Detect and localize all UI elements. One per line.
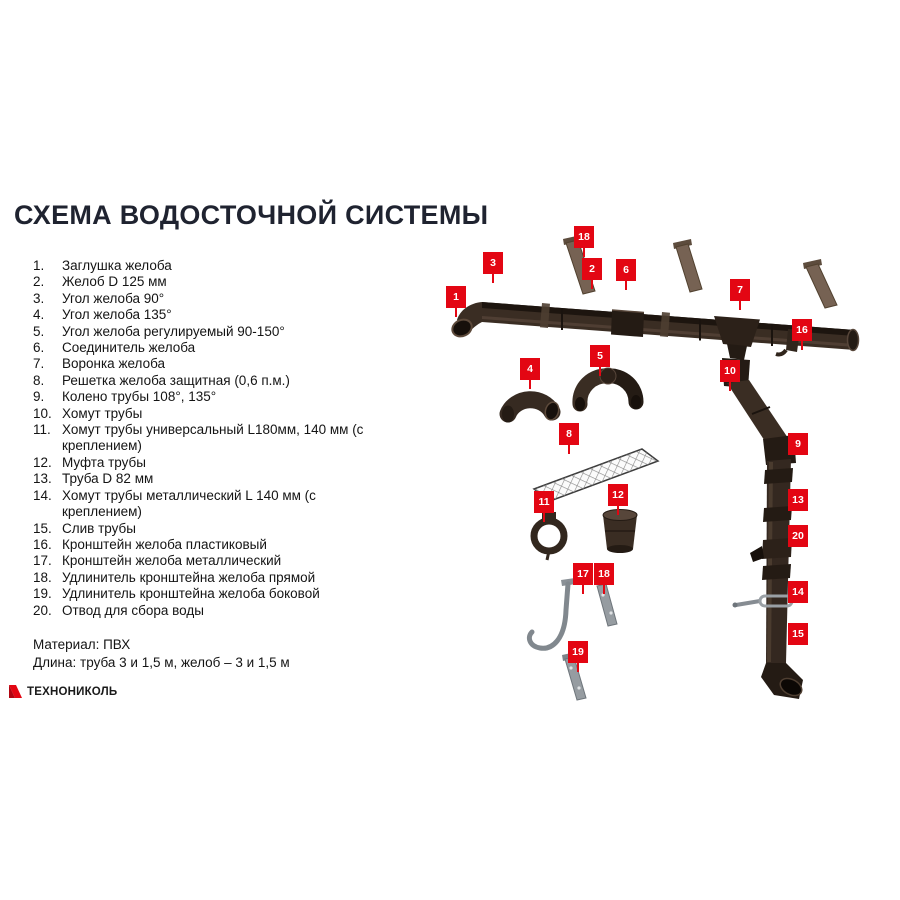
list-item-number: 12. — [33, 454, 52, 470]
list-item-label: Угол желоба 90° — [62, 290, 165, 306]
list-item: 18. Удлинитель кронштейна желоба прямой — [33, 570, 395, 586]
list-item-label: Кронштейн желоба пластиковый — [62, 536, 267, 552]
gutter-bracket-plastic — [786, 329, 800, 352]
list-item-number: 14. — [33, 487, 52, 503]
list-item: 1. Заглушка желоба — [33, 258, 395, 274]
list-item-label: Соединитель желоба — [62, 340, 196, 356]
list-item-number: 9. — [33, 389, 45, 405]
list-item-number: 7. — [33, 356, 45, 372]
list-item-label: Хомут трубы металлический L 140 мм (с кр… — [62, 487, 316, 520]
list-item-number: 8. — [33, 372, 45, 388]
loose-components — [499, 367, 660, 701]
water-collector-outlet — [762, 538, 792, 559]
list-item: 7. Воронка желоба — [33, 356, 395, 372]
notes: Материал: ПВХ Длина: труба 3 и 1,5 м, же… — [33, 636, 290, 671]
downpipe — [722, 358, 803, 699]
list-item-number: 1. — [33, 258, 45, 273]
list-item-number: 2. — [33, 274, 45, 290]
list-item-label: Желоб D 125 мм — [62, 274, 167, 290]
pipe-coupler — [603, 515, 637, 549]
list-item: 8. Решетка желоба защитная (0,6 п.м.) — [33, 373, 395, 389]
parts-list: 1. Заглушка желоба 2. Желоб D 125 мм 3. Угол … — [33, 258, 395, 619]
gutter-end-cap — [451, 318, 473, 338]
universal-pipe-clamp — [530, 517, 568, 555]
list-item-number: 5. — [33, 323, 45, 339]
list-item: 6. Соединитель желоба — [33, 340, 395, 356]
list-item-label: Хомут трубы — [62, 405, 143, 421]
list-item: 17. Кронштейн желоба металлический — [33, 553, 395, 569]
list-item: 3. Угол желоба 90° — [33, 291, 395, 307]
list-item-number: 15. — [33, 520, 52, 536]
list-item: 20. Отвод для сбора воды — [33, 603, 395, 619]
list-item: 15. Слив трубы — [33, 521, 395, 537]
list-item-label: Кронштейн желоба металлический — [62, 553, 282, 569]
list-item-number: 3. — [33, 290, 45, 306]
list-item: 11. Хомут трубы универсальный L180мм, 140… — [33, 422, 395, 455]
gutter-bracket — [540, 303, 550, 328]
list-item: 13. Труба D 82 мм — [33, 471, 395, 487]
list-item-number: 10. — [33, 405, 52, 421]
gutter-bracket — [660, 312, 670, 337]
list-item-label: Удлинитель кронштейна желоба прямой — [62, 569, 316, 585]
length-note: Длина: труба 3 и 1,5 м, желоб – 3 и 1,5 … — [33, 654, 290, 670]
list-item-label: Хомут трубы универсальный L180мм, 140 мм… — [62, 422, 364, 454]
list-item-number: 4. — [33, 307, 45, 323]
list-item-label: Колено трубы 108°, 135° — [62, 389, 217, 405]
list-item-label: Заглушка желоба — [62, 258, 172, 273]
list-item: 16. Кронштейн желоба пластиковый — [33, 537, 395, 553]
list-item-label: Удлинитель кронштейна желоба боковой — [62, 586, 320, 602]
list-item: 2. Желоб D 125 мм — [33, 274, 395, 290]
material-note: Материал: ПВХ — [33, 637, 131, 652]
pipe-elbow — [763, 435, 796, 465]
list-item-number: 19. — [33, 586, 52, 602]
list-item: 14. Хомут трубы металлический L 140 мм (с… — [33, 488, 395, 521]
list-item-label: Угол желоба 135° — [62, 307, 172, 323]
list-item-label: Муфта трубы — [62, 454, 146, 470]
gutter-funnel — [714, 316, 760, 347]
list-item-label: Угол желоба регулируемый 90-150° — [62, 323, 285, 339]
list-item-number: 20. — [33, 602, 52, 618]
list-item: 12. Муфта трубы — [33, 455, 395, 471]
list-item-number: 13. — [33, 471, 52, 487]
list-item-number: 11. — [33, 422, 51, 438]
list-item-number: 6. — [33, 340, 45, 356]
brand-logo-text: ТЕХНОНИКОЛЬ — [27, 685, 118, 698]
list-item-label: Слив трубы — [62, 520, 136, 536]
clamp-pin — [735, 599, 761, 607]
metal-gutter-bracket — [526, 581, 571, 651]
gutter — [451, 302, 860, 360]
technonicol-logo-icon — [9, 685, 22, 698]
list-item: 10. Хомут трубы — [33, 406, 395, 422]
list-item-number: 18. — [33, 569, 52, 585]
side-bracket-extender — [564, 656, 587, 701]
brand-logo: ТЕХНОНИКОЛЬ — [8, 684, 117, 699]
bracket-extender-strips — [563, 235, 838, 309]
list-item: 5. Угол желоба регулируемый 90-150° — [33, 324, 395, 340]
list-item-label: Решетка желоба защитная (0,6 п.м.) — [62, 372, 290, 388]
list-item-number: 16. — [33, 536, 52, 552]
list-item: 19. Удлинитель кронштейна желоба боковой — [33, 586, 395, 602]
list-item-label: Труба D 82 мм — [62, 471, 154, 487]
list-item: 9. Колено трубы 108°, 135° — [33, 389, 395, 405]
straight-bracket-extender — [596, 583, 618, 627]
list-item: 4. Угол желоба 135° — [33, 307, 395, 323]
list-item-number: 17. — [33, 553, 52, 569]
list-item-label: Воронка желоба — [62, 356, 166, 372]
gutter-connector — [611, 310, 644, 337]
page-title: СХЕМА ВОДОСТОЧНОЙ СИСТЕМЫ — [14, 200, 489, 230]
list-item-label: Отвод для сбора воды — [62, 602, 204, 618]
